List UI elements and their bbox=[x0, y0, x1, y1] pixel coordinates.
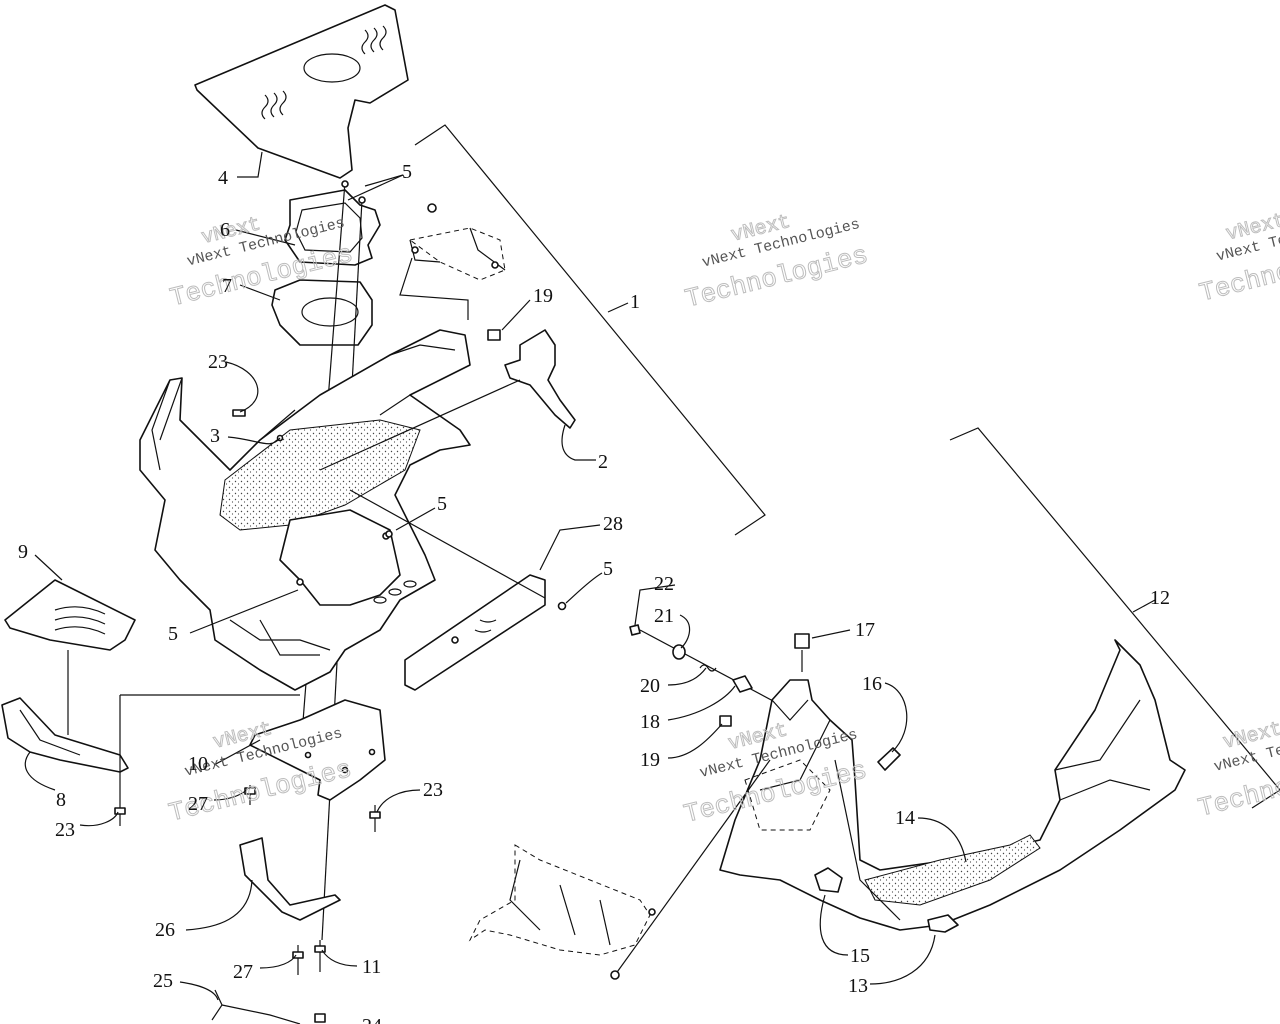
part-9-pad bbox=[4, 579, 136, 735]
callout-23: 23 bbox=[423, 779, 443, 801]
callout-3: 3 bbox=[210, 425, 220, 447]
part-28-plate bbox=[349, 489, 546, 691]
part-3-console-body bbox=[139, 329, 471, 691]
callout-19: 19 bbox=[533, 285, 553, 307]
callout-23: 23 bbox=[208, 351, 228, 373]
callout-1: 1 bbox=[630, 291, 640, 313]
callout-21: 21 bbox=[654, 605, 674, 627]
callout-4: 4 bbox=[218, 167, 228, 189]
callout-14: 14 bbox=[895, 807, 915, 829]
part-18-nut bbox=[732, 675, 753, 693]
part-26-bracket bbox=[239, 837, 341, 921]
callout-5: 5 bbox=[402, 161, 412, 183]
part-7-plate bbox=[271, 279, 373, 346]
callout-20: 20 bbox=[640, 675, 660, 697]
washer-5-d bbox=[385, 530, 393, 538]
part-17-clip bbox=[794, 633, 810, 649]
watermark-1: vNext vNext Technologies Technologies bbox=[167, 213, 357, 314]
watermark-2: vNext vNext Technologies Technologies bbox=[682, 210, 872, 315]
part-25-cable bbox=[211, 989, 301, 1024]
callout-22: 22 bbox=[654, 573, 674, 595]
callout-7: 7 bbox=[222, 275, 232, 297]
part-2-side-bracket bbox=[319, 329, 576, 471]
callout-17: 17 bbox=[855, 619, 875, 641]
callout-10: 10 bbox=[188, 753, 208, 775]
callout-8: 8 bbox=[56, 789, 66, 811]
callout-9: 9 bbox=[18, 541, 28, 563]
part-23-fastener-c bbox=[369, 805, 381, 832]
inner-bracket-exploded bbox=[468, 759, 771, 980]
part-19-clip-top bbox=[487, 329, 501, 341]
callout-11: 11 bbox=[362, 956, 381, 978]
washer-5-b bbox=[358, 196, 366, 204]
part-16-fastener bbox=[877, 747, 901, 771]
part-19-clip-bottom bbox=[719, 715, 732, 727]
leader-lines bbox=[24, 151, 967, 1001]
callout-18: 18 bbox=[640, 711, 660, 733]
callout-13: 13 bbox=[848, 975, 868, 997]
callout-5: 5 bbox=[168, 623, 178, 645]
part-11-fastener bbox=[314, 940, 326, 972]
callout-23: 23 bbox=[55, 819, 75, 841]
callout-25: 25 bbox=[153, 970, 173, 992]
callout-12: 12 bbox=[1150, 587, 1170, 609]
callout-27: 27 bbox=[188, 793, 208, 815]
callout-labels: 4 5 6 7 19 1 23 3 2 5 28 9 5 22 12 21 17… bbox=[18, 161, 1170, 1024]
bracket-1-leader bbox=[607, 302, 629, 313]
watermark-6: vNext vNext Technologies Technologies bbox=[1195, 717, 1280, 824]
callout-28: 28 bbox=[603, 513, 623, 535]
callout-16: 16 bbox=[862, 673, 882, 695]
callout-24: 24 bbox=[362, 1015, 382, 1024]
callout-27: 27 bbox=[233, 961, 253, 983]
part-8-left-fairing bbox=[1, 694, 300, 800]
part-24-screw bbox=[314, 1013, 326, 1023]
part-20-clip bbox=[699, 664, 717, 672]
watermark-3: vNext vNext Technologies Technologies bbox=[1196, 209, 1280, 309]
assembly-bracket-1 bbox=[414, 124, 766, 536]
part-4-top-pad bbox=[194, 4, 409, 179]
part-23-fastener-b bbox=[114, 800, 126, 826]
part-12-hood bbox=[719, 639, 1186, 933]
callout-2: 2 bbox=[598, 451, 608, 473]
assembly-bracket-12 bbox=[949, 427, 1280, 809]
callout-6: 6 bbox=[220, 219, 230, 241]
mount-bracket-top bbox=[399, 203, 506, 320]
callout-26: 26 bbox=[155, 919, 175, 941]
part-10-lower-panel bbox=[249, 699, 386, 801]
part-6-gasket bbox=[284, 189, 381, 266]
callout-15: 15 bbox=[850, 945, 870, 967]
callout-5: 5 bbox=[603, 558, 613, 580]
callout-19: 19 bbox=[640, 749, 660, 771]
part-27-fastener-b bbox=[292, 945, 304, 975]
callout-5: 5 bbox=[437, 493, 447, 515]
part-21-washer bbox=[672, 644, 686, 660]
washer-5-a bbox=[341, 180, 349, 188]
bracket-12-leader bbox=[1132, 599, 1156, 613]
washer-5-c bbox=[557, 601, 567, 611]
